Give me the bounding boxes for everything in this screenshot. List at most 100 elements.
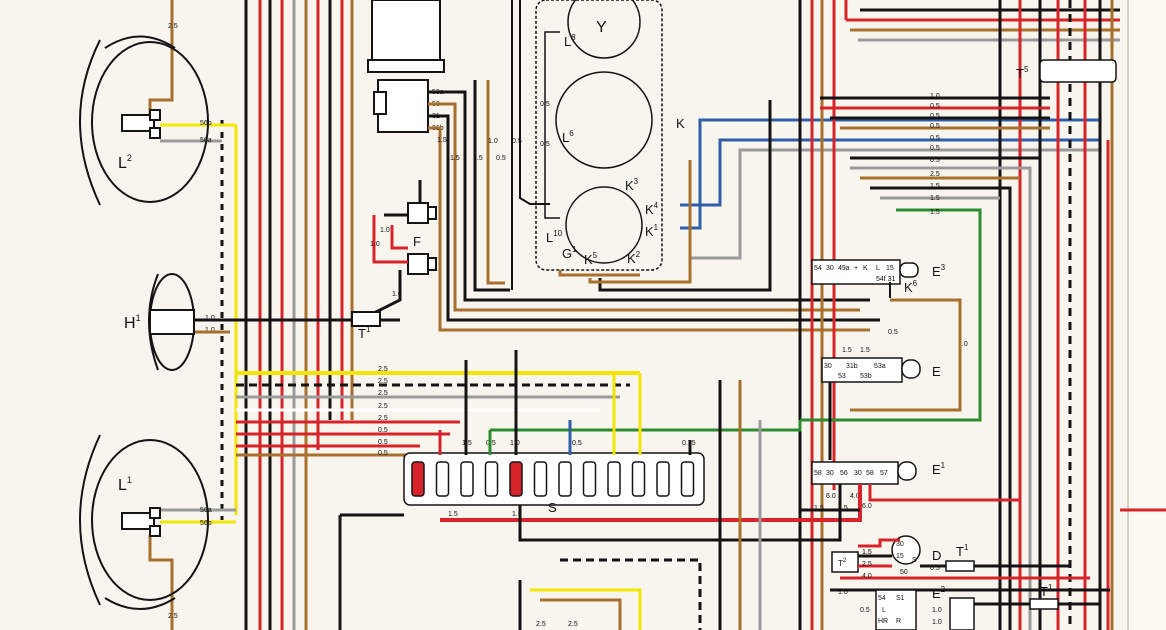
e-terminal-53a: 53a (874, 363, 886, 370)
rs-size-4: 0.5 (930, 123, 940, 130)
label-l1: L1 (118, 475, 132, 494)
bus-size-3: 2.5 (378, 390, 388, 397)
label-e: E (932, 364, 941, 379)
bottom-size-2: 2.5 (568, 621, 578, 628)
fuse-3 (460, 461, 474, 497)
e-size-4: 1.0 (958, 341, 968, 348)
right-stack-wires (800, 96, 1050, 630)
wiper-size-e: 0.5 (496, 155, 506, 162)
label-t1a: T1 (358, 325, 371, 341)
bus-size-2: 2.5 (378, 378, 388, 385)
label-k5: K5 (584, 251, 598, 267)
e2-terminal-hr: HR (878, 618, 888, 625)
label-k2: K2 (627, 250, 641, 266)
rs-size-2: 0.5 (930, 103, 940, 110)
connector-t2 (831, 551, 859, 573)
headlamp-l1 (79, 434, 209, 610)
e-size-2: 1.5 (860, 347, 870, 354)
e-size-1: 1.5 (842, 347, 852, 354)
e2-terminal-s1: S1 (896, 595, 905, 602)
rs-size-5: 0.5 (930, 135, 940, 142)
fuse-box-s-fuses (411, 461, 695, 497)
label-t5: T5 (1016, 65, 1029, 81)
instrument-cluster (535, 0, 663, 271)
fuse-2 (435, 461, 450, 497)
d-size-5: 0.5 (930, 565, 940, 572)
e-size-3: 0.5 (888, 329, 898, 336)
bus-size-5: 2.5 (378, 415, 388, 422)
resistor-t1c (1029, 598, 1059, 610)
headlamp-l2 (79, 35, 209, 206)
bus-size-4: 2.5 (378, 403, 388, 410)
d-size-2: 2.5 (862, 561, 872, 568)
fuse-size-2: 1.5 (512, 511, 522, 518)
fuse-10 (631, 461, 646, 497)
label-k3: K3 (625, 177, 639, 193)
e1-terminal-58: 58 (814, 470, 822, 477)
terminal-56b-bottom: 56b (200, 520, 212, 527)
wiper-size-d: 1.0 (488, 138, 498, 145)
switch-e3 (811, 259, 919, 285)
fuse-top-size-4: 0.5 (572, 440, 582, 447)
bottom-size-1: 2.5 (536, 621, 546, 628)
e1-terminal-58b: 58 (866, 470, 874, 477)
label-s: S (548, 500, 557, 515)
e2-terminal-r: R (896, 618, 901, 625)
wiper-motor (367, 0, 445, 133)
bus-size-1: 2.5 (378, 366, 388, 373)
fuse-11 (656, 461, 670, 497)
e-terminal-53b: 53b (860, 373, 872, 380)
label-e1: E1 (932, 461, 946, 477)
e2-terminal-54: 54 (878, 595, 886, 602)
label-k4: K4 (645, 201, 659, 217)
starter-d (891, 535, 921, 565)
f-size-3: 1.0 (392, 291, 402, 298)
connector-t5 (1039, 59, 1117, 83)
e3-terminal-54f31: 54f 31 (876, 276, 896, 283)
paper-margin (1128, 0, 1166, 630)
d-size-3: 4.0 (862, 573, 872, 580)
e3-terminal-l: L (876, 265, 880, 272)
e3-terminal-54: 54 (814, 265, 822, 272)
rs-size-10: 1.5 (930, 195, 940, 202)
e2-terminal-l: L (882, 607, 886, 614)
label-t1b: T1 (956, 543, 969, 559)
wiper-size-b: 1.5 (450, 155, 460, 162)
bus-size-8: 0.5 (378, 450, 388, 457)
e1-size-1: 6.0 (826, 493, 836, 500)
fuse-size-1: 1.5 (448, 511, 458, 518)
e1-size-3: 6.0 (862, 503, 872, 510)
label-k1: K1 (645, 223, 659, 239)
label-h1: H1 (124, 313, 141, 332)
label-e3: E3 (932, 263, 946, 279)
bus-to-fusebox (236, 371, 640, 457)
label-l2: L2 (118, 153, 132, 172)
e3-terminal-30: 30 (826, 265, 834, 272)
headlamp-top-wires (148, 0, 236, 143)
d-size-4: 1.0 (838, 589, 848, 596)
label-l6: L6 (562, 129, 574, 145)
switch-e (821, 357, 921, 383)
rs-size-6: 0.5 (930, 145, 940, 152)
rs-size-7: 0.5 (930, 157, 940, 164)
resistor-t1b (945, 560, 975, 572)
wire-size-top: 2.5 (168, 23, 178, 30)
e2-size-3: 1.0 (932, 619, 942, 626)
wiper-size-c: 1.5 (473, 155, 483, 162)
switch-e1 (811, 461, 917, 485)
fuse-7 (558, 461, 572, 497)
label-t1c: T1 (1040, 583, 1053, 599)
label-k: K (676, 116, 685, 131)
bus-size-6: 0.5 (378, 427, 388, 434)
fuse-12 (680, 461, 695, 497)
label-k6: K6 (904, 279, 918, 295)
label-d: D (932, 548, 941, 563)
terminal-56b-top: 56b (200, 120, 212, 127)
switch-wires (440, 282, 1020, 542)
e2-size-1: 0.5 (860, 607, 870, 614)
d-size-1: 1.5 (862, 549, 872, 556)
fuse-5 (509, 461, 523, 497)
e1-terminal-30: 30 (826, 470, 834, 477)
terminal-56a-top: 56a (200, 137, 212, 144)
